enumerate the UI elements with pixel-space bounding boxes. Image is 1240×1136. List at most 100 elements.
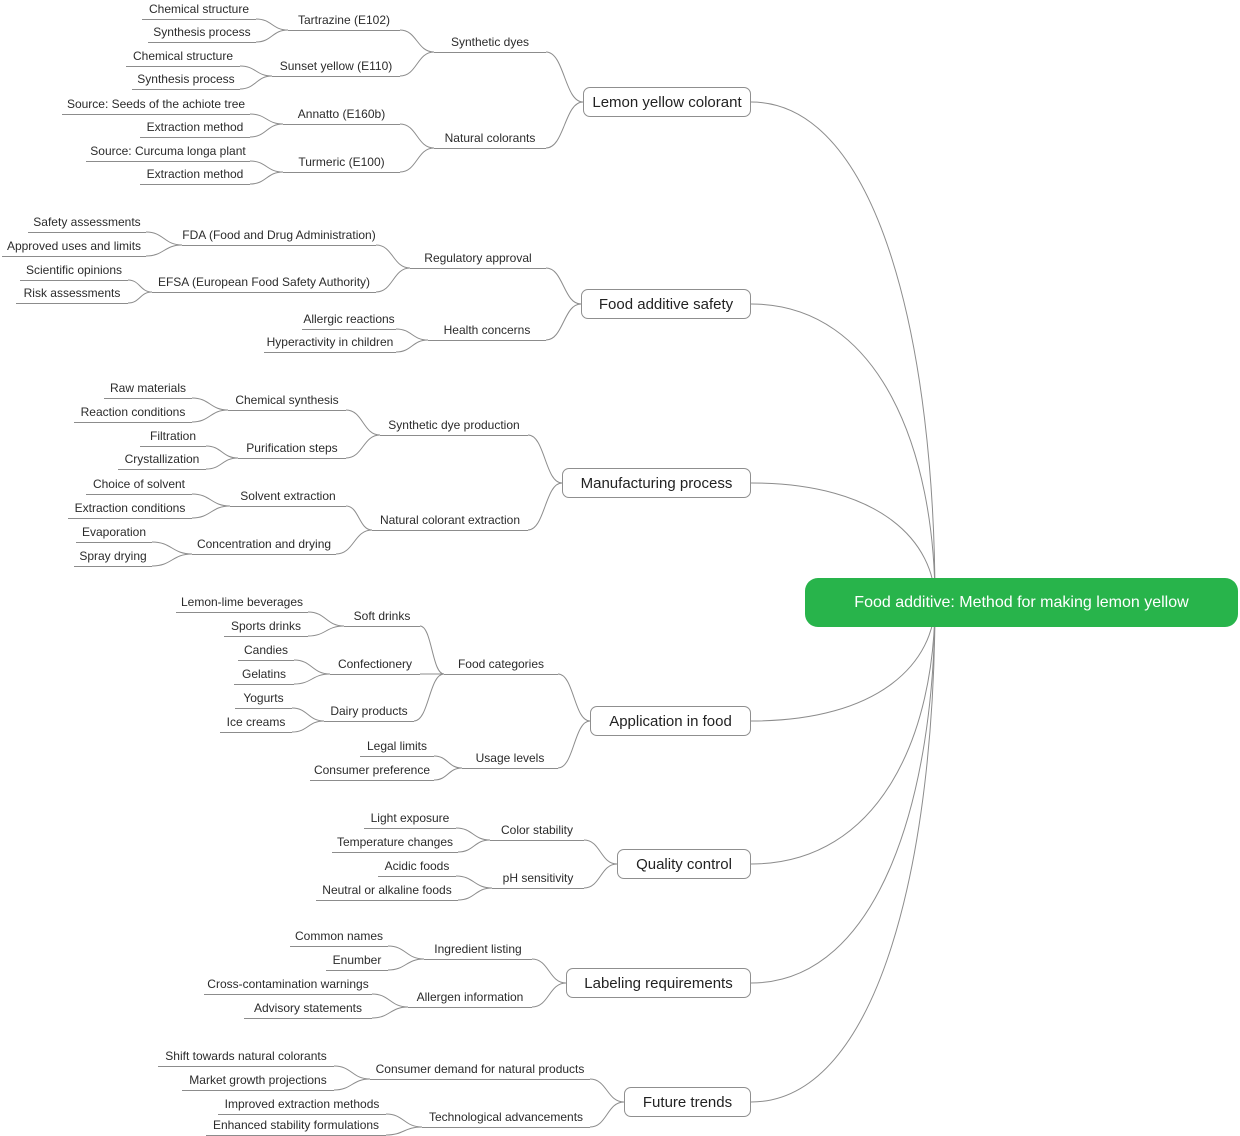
node-shift-towards-natural-colorants[interactable]: Shift towards natural colorants — [158, 1048, 334, 1067]
link-shift-towards-natural-colorants — [333, 1065, 371, 1080]
node-risk-assessments[interactable]: Risk assessments — [16, 285, 128, 304]
link-sunset-yellow — [399, 51, 435, 77]
node-ice-creams[interactable]: Ice creams — [220, 714, 292, 733]
node-natural-colorants[interactable]: Natural colorants — [434, 130, 546, 149]
node-allergen-information[interactable]: Allergen information — [408, 989, 532, 1008]
link-dairy-products — [413, 673, 445, 722]
link-concentration-and-drying — [335, 529, 373, 555]
node-tartrazine-synthesis-process[interactable]: Synthesis process — [148, 24, 256, 43]
link-turmeric-source — [249, 160, 284, 173]
link-acidic-foods — [455, 875, 493, 889]
node-annatto-extraction-method[interactable]: Extraction method — [140, 119, 250, 138]
node-synthetic-dye-production[interactable]: Synthetic dye production — [380, 417, 528, 436]
node-purification-steps[interactable]: Purification steps — [238, 440, 346, 459]
node-safety-assessments[interactable]: Safety assessments — [28, 214, 146, 233]
node-sports-drinks[interactable]: Sports drinks — [224, 618, 308, 637]
node-ph-sensitivity[interactable]: pH sensitivity — [492, 870, 584, 889]
root-node[interactable]: Food additive: Method for making lemon y… — [805, 578, 1238, 627]
node-food-categories[interactable]: Food categories — [444, 656, 558, 675]
node-yogurts[interactable]: Yogurts — [235, 690, 292, 709]
node-cross-contamination-warnings[interactable]: Cross-contamination warnings — [204, 976, 372, 995]
node-technological-advancements[interactable]: Technological advancements — [422, 1109, 590, 1128]
node-filtration[interactable]: Filtration — [140, 428, 206, 447]
node-approved-uses-and-limits[interactable]: Approved uses and limits — [2, 238, 146, 257]
link-neutral-or-alkaline-foods — [457, 887, 493, 901]
node-synthetic-dyes[interactable]: Synthetic dyes — [434, 34, 546, 53]
node-health-concerns[interactable]: Health concerns — [428, 322, 546, 341]
link-natural-colorant-extraction — [527, 482, 563, 531]
node-market-growth-projections[interactable]: Market growth projections — [182, 1072, 334, 1091]
node-extraction-conditions[interactable]: Extraction conditions — [68, 500, 192, 519]
node-tartrazine[interactable]: Tartrazine (E102) — [288, 12, 400, 31]
node-concentration-and-drying[interactable]: Concentration and drying — [192, 536, 336, 555]
link-color-stability — [583, 839, 618, 865]
link-market-growth-projections — [333, 1078, 371, 1091]
node-reaction-conditions[interactable]: Reaction conditions — [74, 404, 192, 423]
node-confectionery[interactable]: Confectionery — [330, 656, 420, 675]
link-ingredient-listing — [531, 958, 567, 984]
node-color-stability[interactable]: Color stability — [490, 822, 584, 841]
node-natural-colorant-extraction[interactable]: Natural colorant extraction — [372, 512, 528, 531]
node-legal-limits[interactable]: Legal limits — [360, 738, 434, 757]
link-tartrazine-chemical-structure — [255, 18, 289, 31]
node-usage-levels[interactable]: Usage levels — [462, 750, 558, 769]
node-consumer-demand-for-natural-products[interactable]: Consumer demand for natural products — [370, 1061, 590, 1080]
node-scientific-opinions[interactable]: Scientific opinions — [20, 262, 128, 281]
topic-manufacturing-process[interactable]: Manufacturing process — [562, 468, 751, 498]
node-turmeric[interactable]: Turmeric (E100) — [283, 154, 400, 173]
node-raw-materials[interactable]: Raw materials — [104, 380, 192, 399]
node-neutral-or-alkaline-foods[interactable]: Neutral or alkaline foods — [316, 882, 458, 901]
node-annatto[interactable]: Annatto (E160b) — [283, 106, 400, 125]
node-advisory-statements[interactable]: Advisory statements — [244, 1000, 372, 1019]
node-dairy-products[interactable]: Dairy products — [324, 703, 414, 722]
node-sunset-synthesis-process[interactable]: Synthesis process — [132, 71, 240, 90]
topic-quality-control[interactable]: Quality control — [617, 849, 751, 879]
node-hyperactivity-in-children[interactable]: Hyperactivity in children — [264, 334, 396, 353]
link-lemon-lime-beverages — [307, 611, 345, 627]
node-lemon-lime-beverages[interactable]: Lemon-lime beverages — [176, 594, 308, 613]
node-gelatins[interactable]: Gelatins — [234, 666, 294, 685]
link-efsa — [375, 267, 411, 293]
node-acidic-foods[interactable]: Acidic foods — [378, 858, 456, 877]
link-regulatory-approval — [545, 267, 582, 305]
topic-application-in-food[interactable]: Application in food — [590, 706, 751, 736]
topic-labeling-requirements[interactable]: Labeling requirements — [566, 968, 751, 998]
link-improved-extraction-methods — [385, 1113, 423, 1128]
topic-lemon-yellow-colorant[interactable]: Lemon yellow colorant — [583, 87, 751, 117]
node-common-names[interactable]: Common names — [290, 928, 388, 947]
node-candies[interactable]: Candies — [238, 642, 294, 661]
node-temperature-changes[interactable]: Temperature changes — [332, 834, 458, 853]
node-sunset-yellow[interactable]: Sunset yellow (E110) — [272, 58, 400, 77]
link-consumer-preference — [433, 767, 463, 781]
node-soft-drinks[interactable]: Soft drinks — [344, 608, 420, 627]
node-efsa[interactable]: EFSA (European Food Safety Authority) — [152, 274, 376, 293]
link-scientific-opinions — [127, 279, 153, 293]
node-enhanced-stability-formulations[interactable]: Enhanced stability formulations — [206, 1117, 386, 1136]
node-choice-of-solvent[interactable]: Choice of solvent — [86, 476, 192, 495]
node-sunset-chemical-structure[interactable]: Chemical structure — [126, 48, 240, 67]
node-improved-extraction-methods[interactable]: Improved extraction methods — [218, 1096, 386, 1115]
link-reaction-conditions — [191, 409, 229, 423]
node-turmeric-extraction-method[interactable]: Extraction method — [140, 166, 250, 185]
node-enumber[interactable]: Enumber — [326, 952, 388, 971]
node-annatto-source[interactable]: Source: Seeds of the achiote tree — [62, 96, 250, 115]
node-tartrazine-chemical-structure[interactable]: Chemical structure — [142, 1, 256, 20]
node-chemical-synthesis[interactable]: Chemical synthesis — [228, 392, 346, 411]
node-spray-drying[interactable]: Spray drying — [74, 548, 152, 567]
topic-food-additive-safety[interactable]: Food additive safety — [581, 289, 751, 319]
node-crystallization[interactable]: Crystallization — [118, 451, 206, 470]
node-allergic-reactions[interactable]: Allergic reactions — [302, 311, 396, 330]
node-ingredient-listing[interactable]: Ingredient listing — [424, 941, 532, 960]
link-ice-creams — [291, 720, 325, 733]
link-ph-sensitivity — [583, 863, 618, 889]
node-fda[interactable]: FDA (Food and Drug Administration) — [182, 227, 376, 246]
node-consumer-preference[interactable]: Consumer preference — [310, 762, 434, 781]
node-light-exposure[interactable]: Light exposure — [364, 810, 456, 829]
link-risk-assessments — [127, 291, 153, 304]
node-evaporation[interactable]: Evaporation — [76, 524, 152, 543]
node-turmeric-source[interactable]: Source: Curcuma longa plant — [86, 143, 250, 162]
topic-future-trends[interactable]: Future trends — [624, 1087, 751, 1117]
node-solvent-extraction[interactable]: Solvent extraction — [230, 488, 346, 507]
link-raw-materials — [191, 397, 229, 411]
node-regulatory-approval[interactable]: Regulatory approval — [410, 250, 546, 269]
